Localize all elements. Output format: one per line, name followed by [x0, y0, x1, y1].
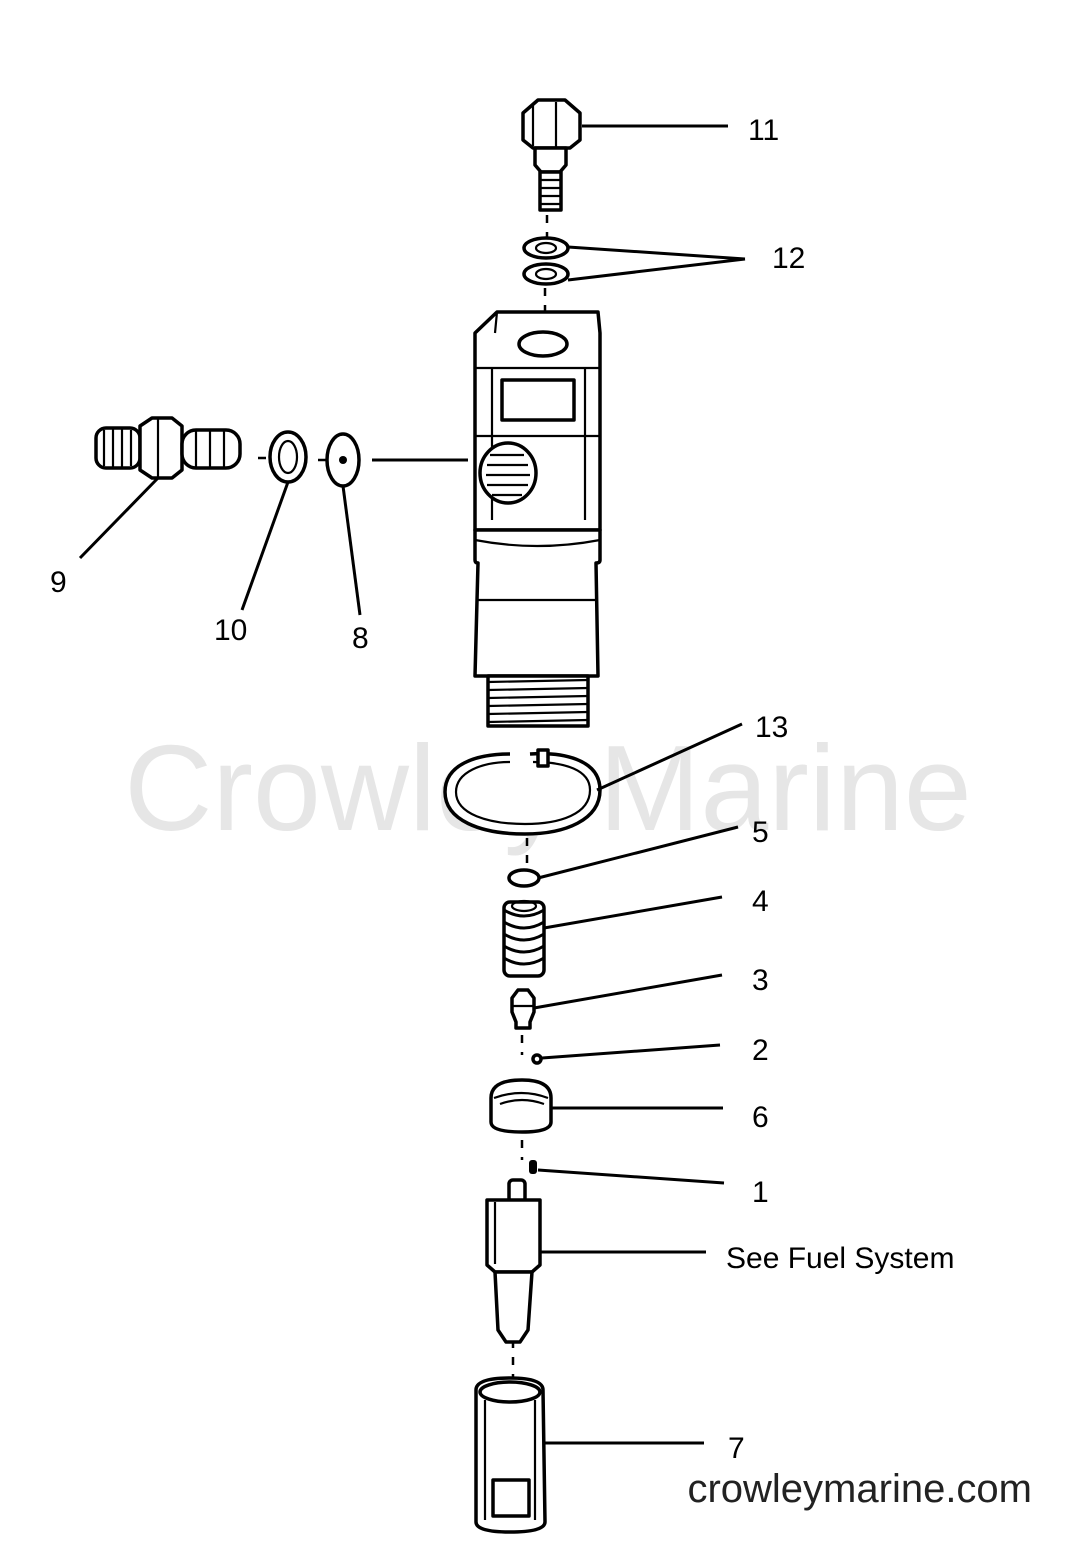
nozzle-holder-body — [473, 310, 602, 728]
callout-13: 13 — [755, 711, 788, 744]
retaining-ring — [443, 748, 602, 836]
callout-8: 8 — [352, 622, 369, 655]
nozzle-nut — [474, 1376, 547, 1534]
callout-3: 3 — [752, 964, 769, 997]
thrust-pin — [510, 988, 536, 1030]
sealing-washers — [522, 236, 570, 286]
callout-2: 2 — [752, 1034, 769, 1067]
leader-lines — [78, 124, 746, 1445]
callout-9: 9 — [50, 566, 67, 599]
injection-nozzle — [485, 1178, 542, 1344]
callout-labels: 11 12 9 10 8 13 5 4 3 2 6 1 See Fuel Sys… — [50, 114, 954, 1465]
pressure-spring — [502, 899, 546, 978]
shim — [507, 868, 541, 888]
inlet-connector — [94, 416, 242, 480]
callout-see-fuel-system: See Fuel System — [726, 1242, 954, 1275]
callout-7: 7 — [728, 1432, 745, 1465]
callout-1: 1 — [752, 1176, 769, 1209]
o-ring — [268, 430, 308, 484]
ball — [531, 1053, 543, 1065]
callout-6: 6 — [752, 1101, 769, 1134]
site-url-text: crowleymarine.com — [687, 1467, 1032, 1511]
callout-11: 11 — [748, 114, 779, 147]
callout-10: 10 — [214, 614, 247, 647]
banjo-bolt — [521, 98, 582, 212]
filter-disc — [325, 432, 361, 488]
callout-4: 4 — [752, 885, 769, 918]
callout-5: 5 — [752, 816, 769, 849]
dowel-pin — [529, 1160, 537, 1174]
intermediate-disc — [489, 1078, 553, 1134]
callout-12: 12 — [772, 242, 805, 275]
